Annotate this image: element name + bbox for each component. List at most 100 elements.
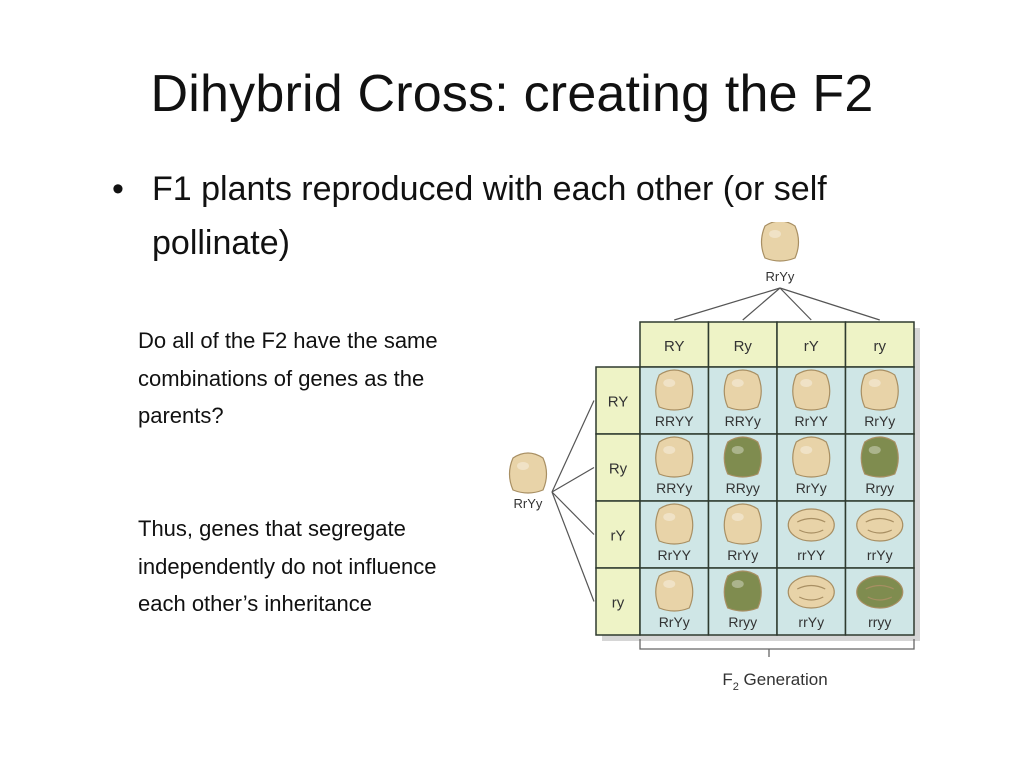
left-parent-seed [508, 452, 548, 494]
bullet-text: F1 plants reproduced with each other (or… [152, 170, 827, 262]
seed-body [508, 452, 548, 494]
offspring-seed [860, 436, 899, 478]
row-gamete-label: RY [608, 394, 629, 411]
offspring-seed [655, 503, 694, 545]
offspring-seed [655, 369, 694, 411]
seed-body [860, 436, 899, 478]
offspring-genotype: Rryy [728, 614, 757, 630]
offspring-seed [792, 436, 831, 478]
seed-body [792, 369, 831, 411]
seed-highlight [769, 230, 781, 238]
column-gamete-label: Ry [734, 338, 753, 355]
seed-highlight [868, 446, 881, 454]
left-connector-line [551, 491, 595, 535]
column-header-cell [776, 321, 847, 368]
offspring-seed [723, 570, 762, 612]
offspring-genotype: rrYy [867, 547, 893, 563]
seed-highlight [868, 379, 881, 387]
column-gamete-label: ry [874, 338, 887, 355]
seed-highlight [731, 513, 744, 521]
offspring-genotype: RRYy [725, 413, 761, 429]
top-connector-line [779, 287, 812, 321]
seed-highlight [663, 580, 676, 588]
seed-wrinkle [867, 529, 893, 534]
generation-letter: F [722, 670, 732, 689]
offspring-genotype: RrYY [658, 547, 692, 563]
column-gamete-label: RY [664, 338, 685, 355]
offspring-genotype: RrYy [659, 614, 690, 630]
left-connector-line [551, 491, 595, 602]
seed-body [723, 570, 762, 612]
seed-wrinkle [796, 584, 826, 590]
left-parent-label: RrYy [514, 496, 543, 511]
top-parent-label: RrYy [766, 269, 795, 284]
offspring-seed [856, 508, 904, 542]
seed-wrinkle [796, 517, 826, 523]
seed-wrinkle [867, 596, 893, 601]
seed-body [856, 575, 904, 609]
offspring-seed [723, 503, 762, 545]
offspring-seed [856, 575, 904, 609]
offspring-seed [723, 369, 762, 411]
generation-subscript: 2 [733, 681, 739, 693]
seed-body [760, 222, 800, 262]
seed-wrinkle [798, 596, 824, 601]
seed-highlight [517, 462, 529, 470]
offspring-genotype: RrYy [796, 480, 827, 496]
seed-highlight [663, 379, 676, 387]
column-header-cell [844, 321, 915, 368]
seed-highlight [800, 379, 813, 387]
top-parent-seed [760, 222, 800, 262]
seed-body [655, 570, 694, 612]
seed-highlight [731, 580, 744, 588]
offspring-seed [655, 436, 694, 478]
offspring-seed [792, 369, 831, 411]
top-connector-line [674, 287, 781, 321]
offspring-seed [655, 570, 694, 612]
row-gamete-label: rY [611, 528, 626, 545]
seed-highlight [663, 446, 676, 454]
left-connector-line [551, 400, 595, 493]
offspring-genotype: Rryy [865, 480, 894, 496]
conclusion-text: Thus, genes that segregate independently… [138, 516, 437, 616]
seed-wrinkle [865, 584, 895, 590]
seed-body [723, 436, 762, 478]
seed-body [792, 436, 831, 478]
seed-body [860, 369, 899, 411]
offspring-genotype: RrYy [727, 547, 758, 563]
seed-body [655, 503, 694, 545]
offspring-genotype: RrYy [864, 413, 895, 429]
seed-wrinkle [865, 517, 895, 523]
seed-highlight [663, 513, 676, 521]
column-gamete-label: rY [804, 338, 819, 355]
seed-body [787, 508, 835, 542]
seed-body [787, 575, 835, 609]
question-text: Do all of the F2 have the same combinati… [138, 328, 438, 428]
bullet-marker: • [112, 170, 124, 208]
row-header-cell [595, 433, 641, 502]
seed-body [856, 508, 904, 542]
top-connector-line [742, 287, 781, 321]
top-connector-line [779, 287, 880, 321]
generation-bracket [639, 639, 915, 650]
left-connector-line [551, 466, 595, 493]
generation-label: F2 Generation [722, 670, 827, 693]
row-header-cell [595, 366, 641, 435]
seed-body [723, 369, 762, 411]
offspring-seed [860, 369, 899, 411]
offspring-seed [723, 436, 762, 478]
column-header-cell [639, 321, 710, 368]
seed-body [655, 436, 694, 478]
seed-wrinkle [798, 529, 824, 534]
offspring-genotype: rrYY [797, 547, 826, 563]
offspring-seed [787, 508, 835, 542]
offspring-genotype: RrYY [795, 413, 829, 429]
seed-highlight [731, 379, 744, 387]
offspring-genotype: rryy [868, 614, 891, 630]
seed-highlight [731, 446, 744, 454]
offspring-seed [787, 575, 835, 609]
offspring-genotype: rrYy [798, 614, 824, 630]
offspring-genotype: RRYY [655, 413, 694, 429]
